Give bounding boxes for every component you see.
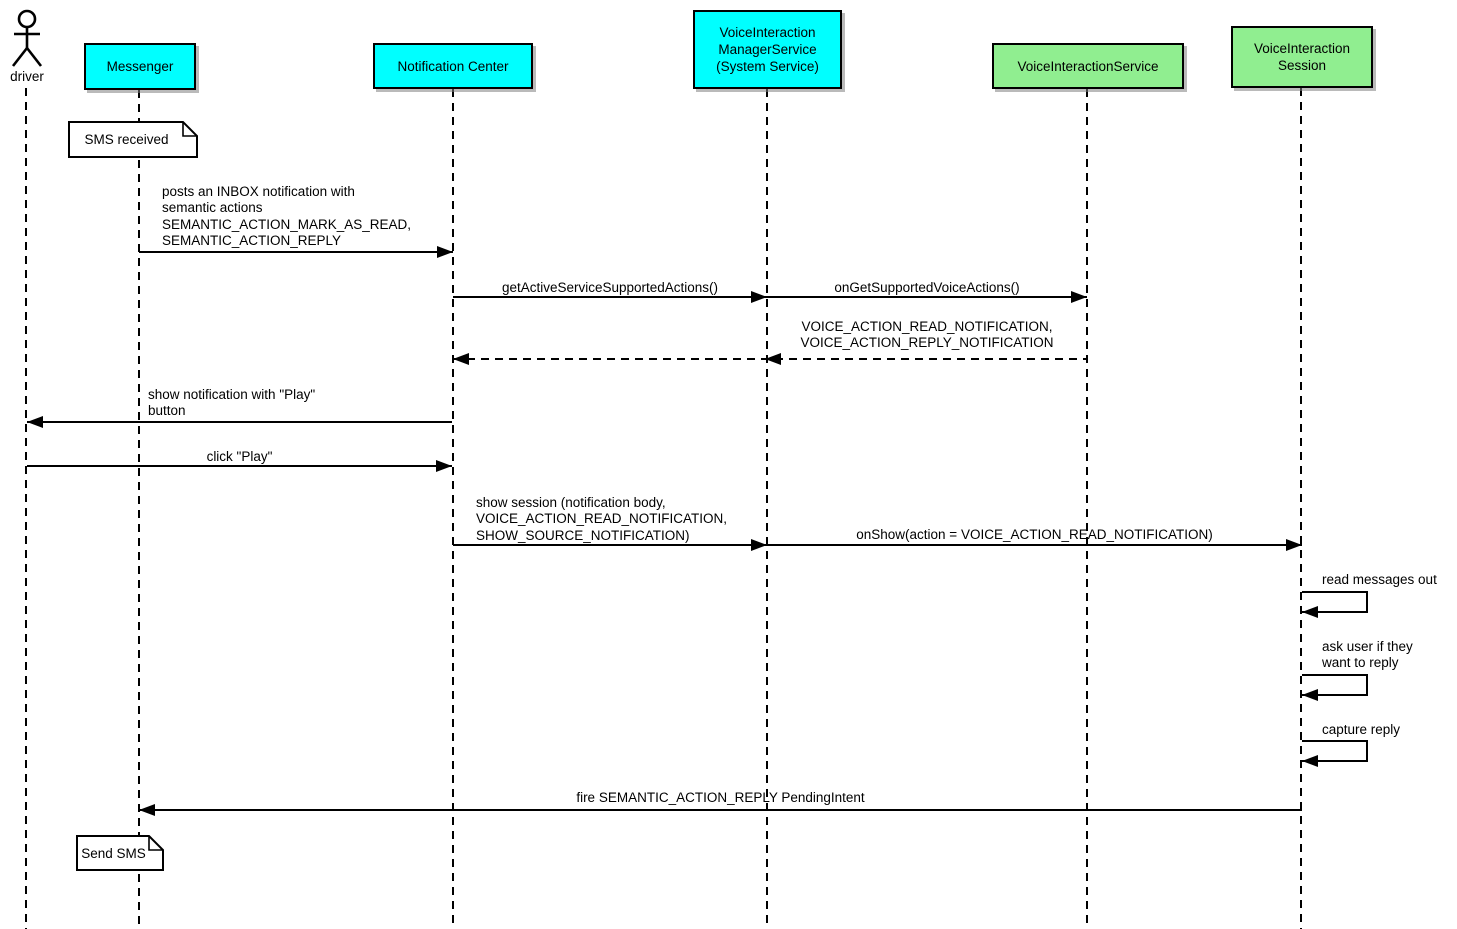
arrowhead — [1286, 539, 1302, 551]
note-shape — [68, 121, 198, 158]
arrowhead — [1302, 606, 1318, 618]
participant-voice-interaction-service: VoiceInteractionService — [992, 43, 1184, 89]
lifeline-notification-center — [452, 89, 454, 929]
message-on-get-supported-voice-actions-line — [767, 296, 1087, 298]
arrowhead — [1302, 689, 1318, 701]
message-on-show-line — [767, 544, 1302, 546]
lifeline-voice-interaction-session — [1300, 88, 1302, 929]
message-on-get-supported-voice-actions-label: onGetSupportedVoiceActions() — [834, 280, 1020, 295]
note-sms-received: SMS received — [68, 121, 198, 158]
arrowhead — [139, 804, 155, 816]
message-read-messages-out-loop — [1302, 591, 1368, 613]
message-get-active-service-supported-actions-line — [453, 296, 767, 298]
lifeline-driver — [25, 88, 27, 929]
message-show-notification-line — [27, 421, 452, 423]
message-show-session-label: show session (notification body, VOICE_A… — [476, 495, 728, 543]
note-send-sms: Send SMS — [76, 835, 164, 871]
message-posts-inbox-notification-label: posts an INBOX notification with semanti… — [162, 184, 412, 248]
note-shape — [76, 835, 164, 871]
arrowhead — [1071, 291, 1087, 303]
participant-messenger: Messenger — [84, 43, 196, 90]
message-voice-actions-return-label: VOICE_ACTION_READ_NOTIFICATION, VOICE_AC… — [800, 319, 1054, 351]
message-on-show-label: onShow(action = VOICE_ACTION_READ_NOTIFI… — [856, 527, 1213, 542]
arrowhead — [751, 291, 767, 303]
note-sms-received-text: SMS received — [84, 132, 169, 147]
message-read-messages-out-label: read messages out — [1322, 572, 1437, 587]
arrowhead — [453, 353, 469, 365]
arrowhead — [1302, 755, 1318, 767]
arrowhead — [436, 460, 452, 472]
message-fire-pending-intent-line — [139, 809, 1302, 811]
lifeline-messenger — [138, 90, 140, 929]
arrowhead — [765, 353, 781, 365]
participant-voice-interaction-manager-service: VoiceInteraction ManagerService (System … — [693, 10, 842, 89]
message-fire-pending-intent-label: fire SEMANTIC_ACTION_REPLY PendingIntent — [576, 790, 865, 805]
lifeline-voice-interaction-manager-service — [766, 89, 768, 929]
message-posts-inbox-notification-line — [139, 251, 453, 253]
message-show-notification-label: show notification with "Play" button — [148, 387, 316, 419]
message-click-play-line — [27, 465, 452, 467]
arrowhead — [27, 416, 43, 428]
message-capture-reply-loop — [1302, 740, 1368, 762]
participant-notification-center: Notification Center — [373, 43, 533, 89]
participant-voice-interaction-session: VoiceInteraction Session — [1231, 26, 1373, 88]
message-capture-reply-label: capture reply — [1322, 722, 1401, 737]
actor-driver-label: driver — [10, 69, 44, 84]
message-ask-user-reply-loop — [1302, 674, 1368, 696]
message-click-play-label: click "Play" — [206, 449, 273, 464]
message-ask-user-reply-label: ask user if they want to reply — [1322, 639, 1413, 671]
lifeline-voice-interaction-service — [1086, 89, 1088, 929]
note-send-sms-text: Send SMS — [81, 845, 146, 861]
arrowhead — [437, 246, 453, 258]
message-show-session-line — [453, 544, 767, 546]
actor-icon — [11, 9, 43, 67]
arrowhead — [751, 539, 767, 551]
message-get-active-service-supported-actions-label: getActiveServiceSupportedActions() — [501, 280, 719, 295]
